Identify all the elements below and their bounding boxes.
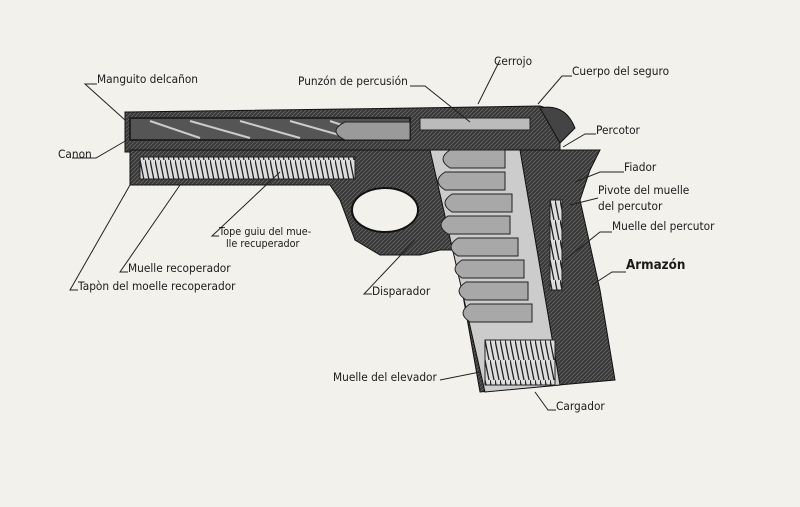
label-muelle-recoperador: Muelle recoperador [128,261,231,275]
follower-spring [484,339,556,386]
label-punzon-de-percusion: Punzón de percusión [298,74,408,88]
magazine-cartridges [437,149,533,323]
label-fiador: Fiador [624,160,657,174]
label-pivote-line2: del percutor [598,199,663,213]
label-muelle-del-elevador: Muelle del elevador [333,370,437,384]
recoil-spring [139,156,356,180]
label-disparador: Disparador [372,284,431,298]
label-percotor: Percotor [596,123,640,137]
chamber-cartridge [335,121,411,141]
label-manguito-del-canon: Manguito delcañon [97,72,199,86]
leader-lines [69,59,626,411]
label-tope-guia-line1: Tope guiu del mue- [219,226,312,238]
mainspring [549,199,563,291]
label-pivote-line1: Pivote del muelle [598,183,690,197]
trigger-guard-opening [351,187,419,233]
label-armazon: Armazón [626,258,686,273]
label-cuerpo-del-seguro: Cuerpo del seguro [572,64,670,78]
label-cargador: Cargador [556,399,605,413]
label-muelle-del-percutor: Muelle del percutor [612,219,715,233]
label-tope-guia-line2: lle recuperador [226,238,300,250]
hammer [539,106,576,144]
firing-pin [419,117,531,131]
label-tapon-del-muelle: Tapòn del moelle recoperador [78,279,236,293]
label-canon: Canon [58,147,92,161]
label-cerrojo: Cerrojo [494,54,533,68]
